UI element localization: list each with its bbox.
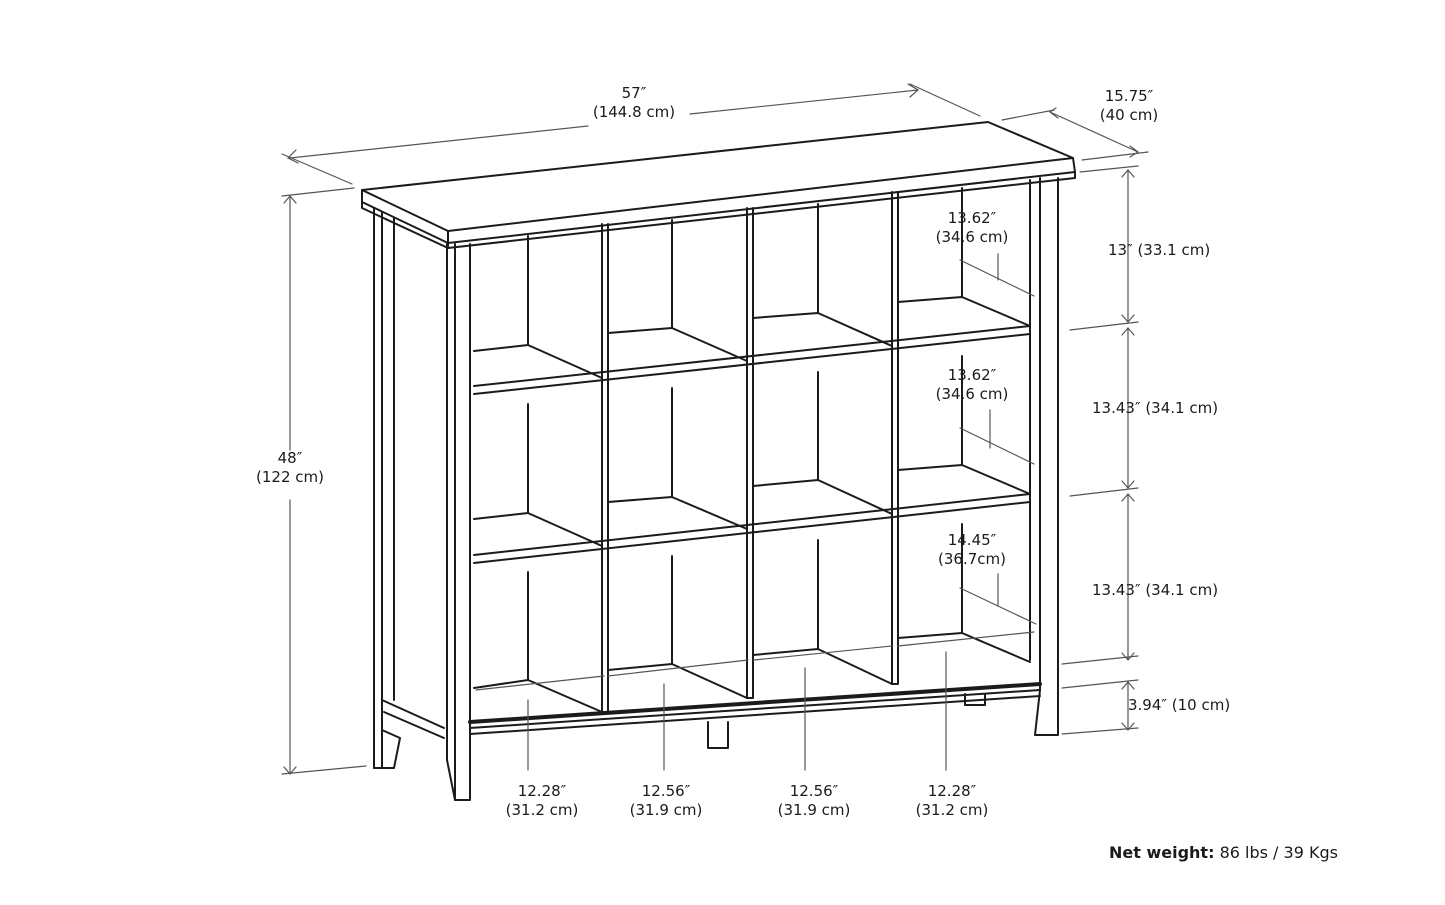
shelf-upper: [473, 296, 1031, 395]
cubby-depth-top-metric: (34.6 cm): [935, 228, 1009, 246]
width-label: 57″ (144.8 cm): [582, 84, 686, 122]
front-right-leg: [1034, 177, 1059, 736]
cubby-width-dimension-lines: [475, 631, 1035, 771]
height-imperial: 48″: [277, 449, 303, 467]
depth-metric: (40 cm): [1099, 106, 1159, 124]
cubby-depth-middle-label: 13.62″ (34.6 cm): [926, 366, 1018, 404]
cubby-width-2-imperial: 12.56″: [641, 782, 691, 800]
top-slab: [361, 121, 1076, 249]
cubby-width-4-label: 12.28″ (31.2 cm): [906, 782, 998, 820]
cubby-width-3-metric: (31.9 cm): [777, 801, 851, 819]
cubby-width-3-label: 12.56″ (31.9 cm): [768, 782, 860, 820]
shelf-height-bottom: 13.43″ (34.1 cm): [1092, 581, 1219, 599]
shelf-bottom: [473, 632, 1031, 713]
cubby-depth-top-label: 13.62″ (34.6 cm): [926, 209, 1018, 247]
cubby-width-4-metric: (31.2 cm): [915, 801, 989, 819]
cubby-width-2-label: 12.56″ (31.9 cm): [620, 782, 712, 820]
net-weight: Net weight: 86 lbs / 39 Kgs: [1109, 843, 1338, 862]
leg-height: 3.94″ (10 cm): [1128, 696, 1231, 714]
leg-height-label: 3.94″ (10 cm): [1128, 696, 1230, 715]
shelf-height-bottom-label: 13.43″ (34.1 cm): [1092, 581, 1218, 600]
side-panel: [373, 207, 445, 769]
cubby-width-2-metric: (31.9 cm): [629, 801, 703, 819]
cubby-depth-bottom-label: 14.45″ (36.7cm): [926, 531, 1018, 569]
cubby-dividers: [601, 191, 899, 713]
shelf-height-middle: 13.43″ (34.1 cm): [1092, 399, 1219, 417]
cubby-depth-dimension-lines: [959, 253, 1037, 625]
cubby-depth-top-imperial: 13.62″: [947, 209, 997, 227]
depth-imperial: 15.75″: [1104, 87, 1154, 105]
cubby-depth-bottom-imperial: 14.45″: [947, 531, 997, 549]
depth-label: 15.75″ (40 cm): [1084, 87, 1174, 125]
front-left-leg: [446, 243, 471, 801]
width-dimension-line: [281, 83, 981, 185]
shelf-height-top-label: 13″ (33.1 cm): [1108, 241, 1210, 260]
height-metric: (122 cm): [256, 468, 324, 486]
shelf-height-top: 13″ (33.1 cm): [1108, 241, 1211, 259]
cubby-depth-middle-imperial: 13.62″: [947, 366, 997, 384]
shelf-height-dimension-lines: [1061, 165, 1139, 735]
cubby-width-1-imperial: 12.28″: [517, 782, 567, 800]
cubby-width-1-metric: (31.2 cm): [505, 801, 579, 819]
cubby-width-4-imperial: 12.28″: [927, 782, 977, 800]
net-weight-value: 86 lbs / 39 Kgs: [1219, 843, 1338, 862]
shelf-height-middle-label: 13.43″ (34.1 cm): [1092, 399, 1218, 418]
cubby-depth-middle-metric: (34.6 cm): [935, 385, 1009, 403]
height-dimension-line: [281, 187, 367, 775]
net-weight-label: Net weight:: [1109, 843, 1215, 862]
cubby-width-3-imperial: 12.56″: [789, 782, 839, 800]
width-metric: (144.8 cm): [592, 103, 676, 121]
bottom-rail: [468, 682, 1042, 735]
height-label: 48″ (122 cm): [244, 449, 336, 487]
back-lines: [527, 187, 963, 681]
cubby-width-1-label: 12.28″ (31.2 cm): [496, 782, 588, 820]
shelf-lower: [473, 464, 1031, 564]
width-imperial: 57″: [621, 84, 647, 102]
depth-dimension-line: [1001, 107, 1149, 161]
cubby-depth-bottom-metric: (36.7cm): [938, 550, 1006, 568]
